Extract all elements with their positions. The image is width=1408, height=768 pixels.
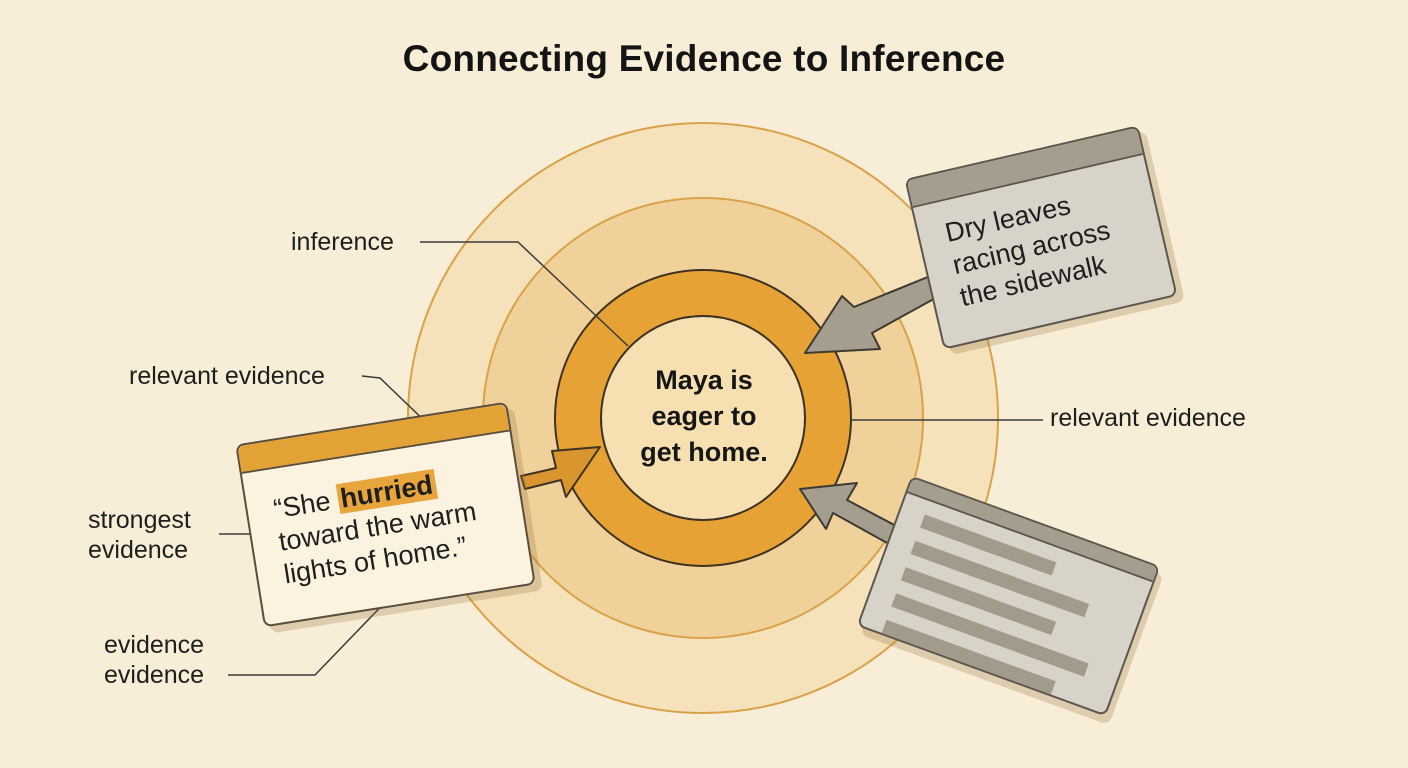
label-strongest-line-2: evidence — [88, 536, 189, 564]
label-evidence: evidence evidence — [104, 630, 204, 690]
inference-line-2: eager to — [651, 401, 757, 431]
label-relevant-evidence-left: relevant evidence — [129, 362, 325, 390]
core-circle — [600, 315, 806, 521]
leader-inference — [420, 241, 629, 347]
leader-evidence — [228, 591, 396, 676]
inference-line-1: Maya is — [655, 365, 753, 395]
label-evidence-line-1: evidence — [104, 631, 205, 659]
leader-relevant-left — [361, 375, 433, 429]
label-relevant-evidence-right: relevant evidence — [1050, 404, 1246, 432]
label-inference: inference — [291, 228, 394, 256]
label-evidence-line-2: evidence — [104, 661, 205, 689]
gray-arrow-lower — [799, 482, 901, 545]
orange-arrow — [520, 446, 601, 498]
label-strongest-evidence: strongest evidence — [88, 505, 191, 565]
page-title: Connecting Evidence to Inference — [402, 38, 1006, 79]
inference-statement: Maya is eager to get home. — [604, 362, 804, 470]
label-strongest-line-1: strongest — [88, 506, 191, 534]
inference-line-3: get home. — [640, 437, 768, 467]
